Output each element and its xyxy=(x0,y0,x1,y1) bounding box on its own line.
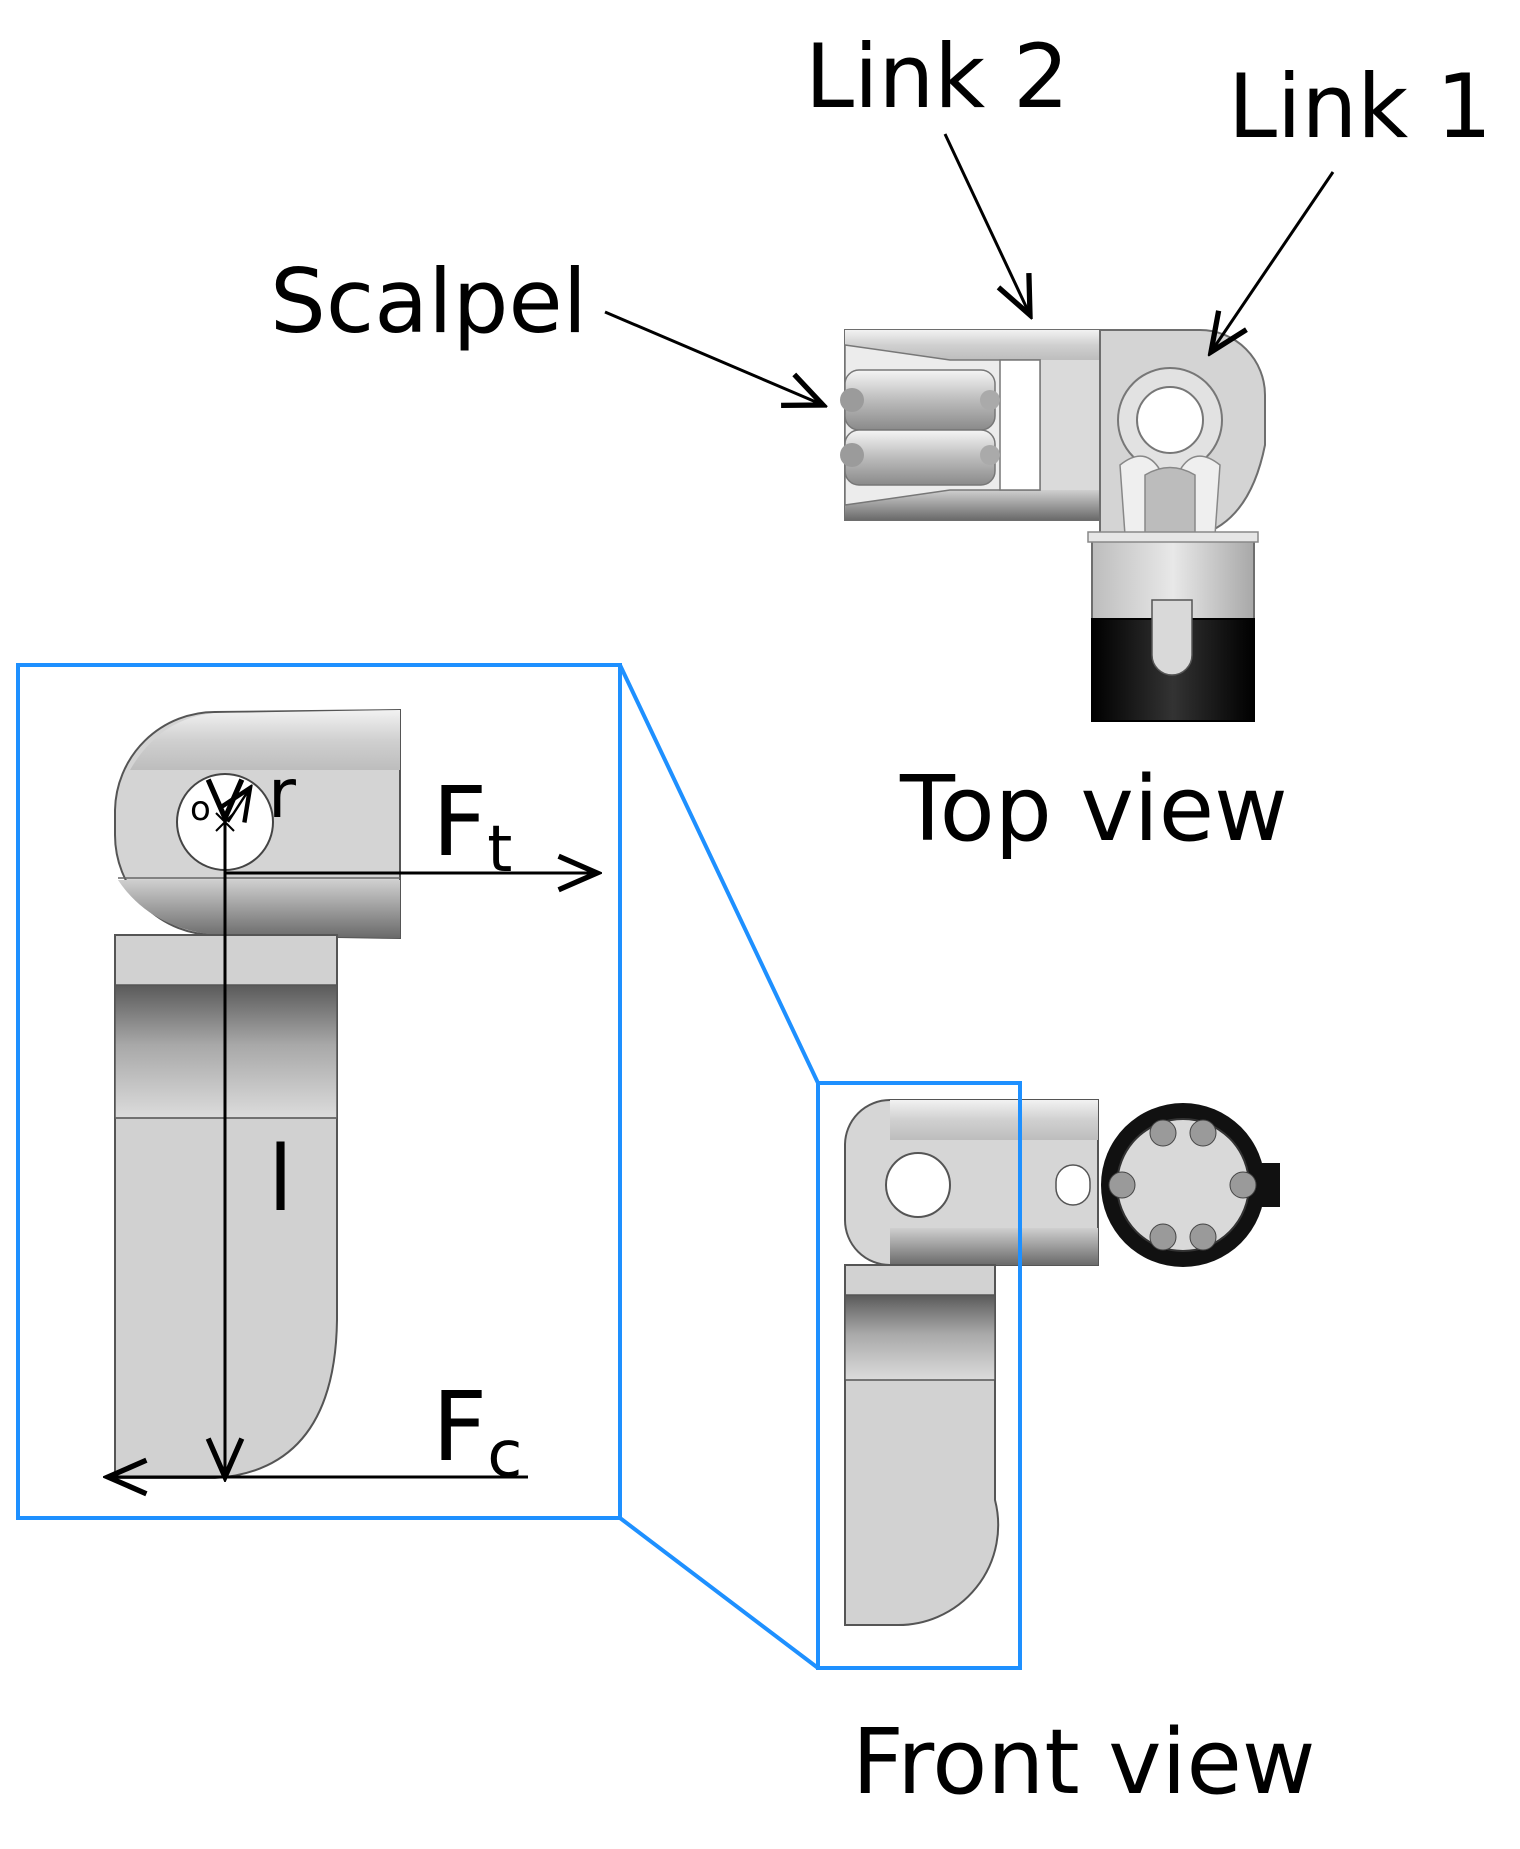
zoom-callout: o r Ft l Fc xyxy=(16,663,1022,1670)
link1-label: Link 1 xyxy=(1228,55,1492,158)
ft-subscript: t xyxy=(487,813,512,887)
fc-main: F xyxy=(432,1371,487,1483)
link2-leader xyxy=(943,133,1030,315)
front-view-caption: Front view xyxy=(852,1710,1316,1815)
force-annotations xyxy=(108,788,597,1477)
top-view-assembly xyxy=(840,329,1266,722)
radius-label: r xyxy=(268,755,296,834)
top-view-leaders xyxy=(604,133,1335,405)
zoom-connector-top xyxy=(618,664,820,1084)
fc-subscript: c xyxy=(487,1418,522,1492)
zoom-connector-bottom xyxy=(618,1516,820,1670)
origin-label: o xyxy=(190,789,211,829)
link2-label: Link 2 xyxy=(805,25,1069,128)
ft-main: F xyxy=(432,766,487,878)
link1-leader xyxy=(1211,171,1335,352)
link1-joint xyxy=(1099,329,1266,536)
top-view-caption: Top view xyxy=(899,757,1288,862)
scalpel-rollers xyxy=(840,369,1000,486)
front-view-assembly xyxy=(844,1099,1280,1627)
fc-label: Fc xyxy=(432,1371,522,1492)
zoom-target-box xyxy=(816,1081,1022,1670)
front-wheel xyxy=(1101,1103,1280,1267)
ft-label: Ft xyxy=(432,766,512,887)
length-label: l xyxy=(268,1127,293,1232)
link1-body xyxy=(1087,531,1259,722)
scalpel-label: Scalpel xyxy=(270,250,587,353)
scalpel-leader xyxy=(604,310,823,405)
